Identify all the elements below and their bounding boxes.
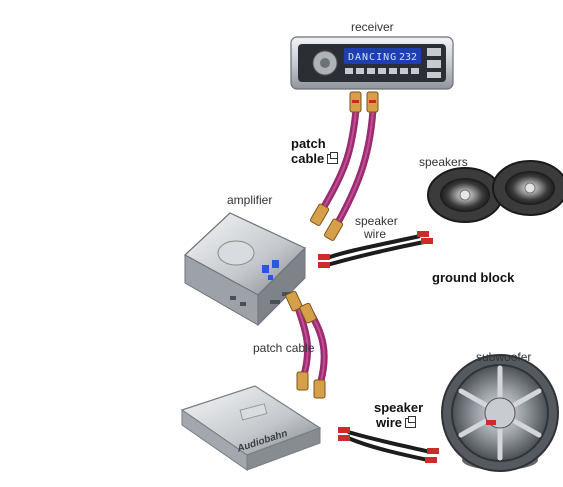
rca-plug-7	[296, 371, 309, 391]
rca-plug-8	[313, 379, 326, 399]
patch-cable-bottom	[285, 290, 328, 399]
receiver-display	[344, 48, 421, 64]
wire-end-5	[338, 427, 350, 433]
label-speaker-wire-bottom-line1: speaker	[374, 400, 424, 415]
wire-end-7	[427, 448, 439, 454]
wire-end-1	[318, 254, 330, 260]
label-subwoofer: subwoofer	[476, 350, 532, 364]
label-ground-block: ground block	[432, 270, 515, 285]
label-speaker-wire-top-line1: speaker	[355, 214, 398, 228]
speaker-wire-top	[318, 231, 433, 268]
rca-plug-4	[324, 218, 344, 241]
rca-plug-5	[285, 290, 303, 312]
receiver-buttons	[345, 48, 441, 78]
external-link-icon[interactable]	[327, 152, 339, 164]
receiver-knob-center	[320, 58, 330, 68]
receiver-display-text: DANCING	[348, 52, 397, 63]
rca-plug-6	[299, 302, 317, 324]
label-receiver: receiver	[351, 20, 394, 34]
wire-end-2	[318, 262, 330, 268]
receiver-unit: DANCING 232	[290, 36, 454, 90]
amplifier-2-side	[246, 427, 321, 471]
amplifier-2-unit: Audiobahn	[180, 385, 322, 471]
wire-end-6	[338, 435, 350, 441]
label-amplifier: amplifier	[227, 193, 273, 207]
speaker-wire-bottom	[338, 427, 439, 463]
label-patch-cable-top-line2: cable	[291, 151, 325, 166]
wire-end-8	[425, 457, 437, 463]
amplifier-unit	[183, 212, 307, 327]
label-speaker-wire-bottom-line2: wire	[376, 415, 403, 430]
receiver-display-number: 232	[399, 52, 417, 63]
amplifier-blue-controls	[262, 260, 279, 280]
label-speaker-wire-bottom-line2-wrap: wire	[376, 415, 417, 430]
wire-end-4	[421, 238, 433, 244]
amplifier-side	[257, 246, 306, 327]
label-speakers: speakers	[419, 155, 468, 169]
subwoofer-unit	[441, 354, 559, 472]
label-patch-cable-top-line2-wrap: cable	[291, 151, 339, 166]
label-patch-cable-bottom: patch cable	[253, 341, 315, 355]
amplifier-fan	[217, 240, 255, 266]
label-patch-cable-top-line1: patch	[291, 136, 326, 151]
rca-plug-3	[310, 203, 330, 226]
speaker-pair	[427, 160, 563, 223]
patch-cable-top	[310, 91, 379, 241]
label-speaker-wire-top-line2: wire	[363, 227, 386, 241]
external-link-icon-2[interactable]	[405, 416, 417, 428]
wire-end-3	[417, 231, 429, 237]
